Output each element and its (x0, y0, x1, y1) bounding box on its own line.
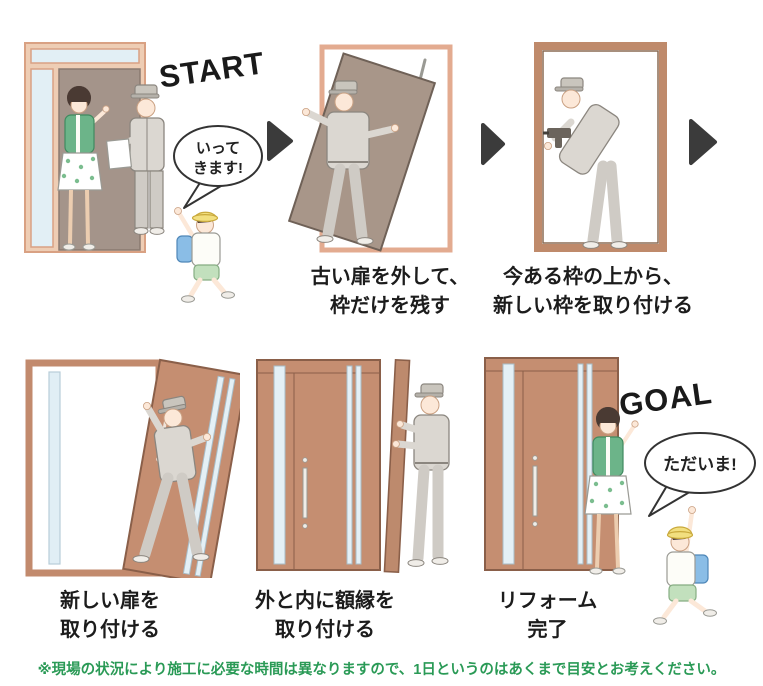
step-2-illustration (288, 44, 453, 253)
worker-figure (392, 383, 450, 567)
child-figure (174, 207, 235, 303)
step-5-caption-line2: 取り付ける (275, 619, 375, 641)
worker-figure (105, 84, 165, 235)
woman-figure (57, 86, 110, 251)
polka-dots (589, 480, 625, 509)
step-4-illustration (25, 358, 240, 578)
footnote-text: ※現場の状況により施工に必要な時間は異なりますので、1日というのはあくまで目安と… (37, 662, 726, 678)
step-6-caption-line2: 完了 (527, 619, 568, 641)
speech-return-text: ただいま! (663, 455, 737, 474)
worker-figure (132, 395, 211, 563)
worker-figure (543, 77, 628, 249)
child-figure (653, 506, 717, 625)
step-4-caption-line1: 新しい扉を (60, 590, 160, 612)
polka-dots (61, 156, 96, 184)
woman-figure (584, 407, 639, 575)
speech-bubble-return: ただいま! (644, 432, 756, 517)
step-5-caption: 外と内に額縁を 取り付ける (245, 587, 405, 645)
step-6-illustration: ただいま! (484, 357, 756, 625)
step-2-caption-line2: 枠だけを残す (330, 295, 450, 317)
speech-depart-line2: きます! (193, 160, 243, 177)
trim-board (383, 358, 411, 574)
step-6-caption: リフォーム 完了 (495, 587, 600, 645)
step-3-illustration (534, 42, 667, 252)
door-handle (532, 465, 538, 517)
arrow-right-icon (481, 123, 505, 165)
step-4-caption: 新しい扉を 取り付ける (60, 587, 160, 645)
drill-tool (543, 128, 571, 148)
step-4-caption-line2: 取り付ける (60, 619, 160, 641)
finished-door (256, 359, 381, 571)
frame-glass-strip (48, 371, 61, 565)
step-5-caption-line1: 外と内に額縁を (255, 590, 395, 612)
step-1-illustration: いって きます! (24, 42, 263, 303)
step-6-caption-line1: リフォーム (497, 590, 598, 612)
step-5-illustration (256, 358, 450, 574)
speech-depart-line1: いって (196, 140, 240, 157)
arrow-right-icon (267, 121, 293, 161)
step-2-caption: 古い扉を外して、 枠だけを残す (290, 263, 490, 321)
step-3-caption-line2: 新しい枠を取り付ける (493, 295, 693, 317)
step-3-caption: 今ある枠の上から、 新しい枠を取り付ける (485, 263, 701, 321)
step-3-caption-line1: 今ある枠の上から、 (503, 266, 683, 288)
step-2-caption-line1: 古い扉を外して、 (310, 266, 470, 288)
door-handle (302, 467, 308, 519)
speech-bubble-depart: いって きます! (173, 125, 263, 209)
arrow-right-icon (689, 119, 717, 165)
worker-figure (301, 80, 400, 245)
